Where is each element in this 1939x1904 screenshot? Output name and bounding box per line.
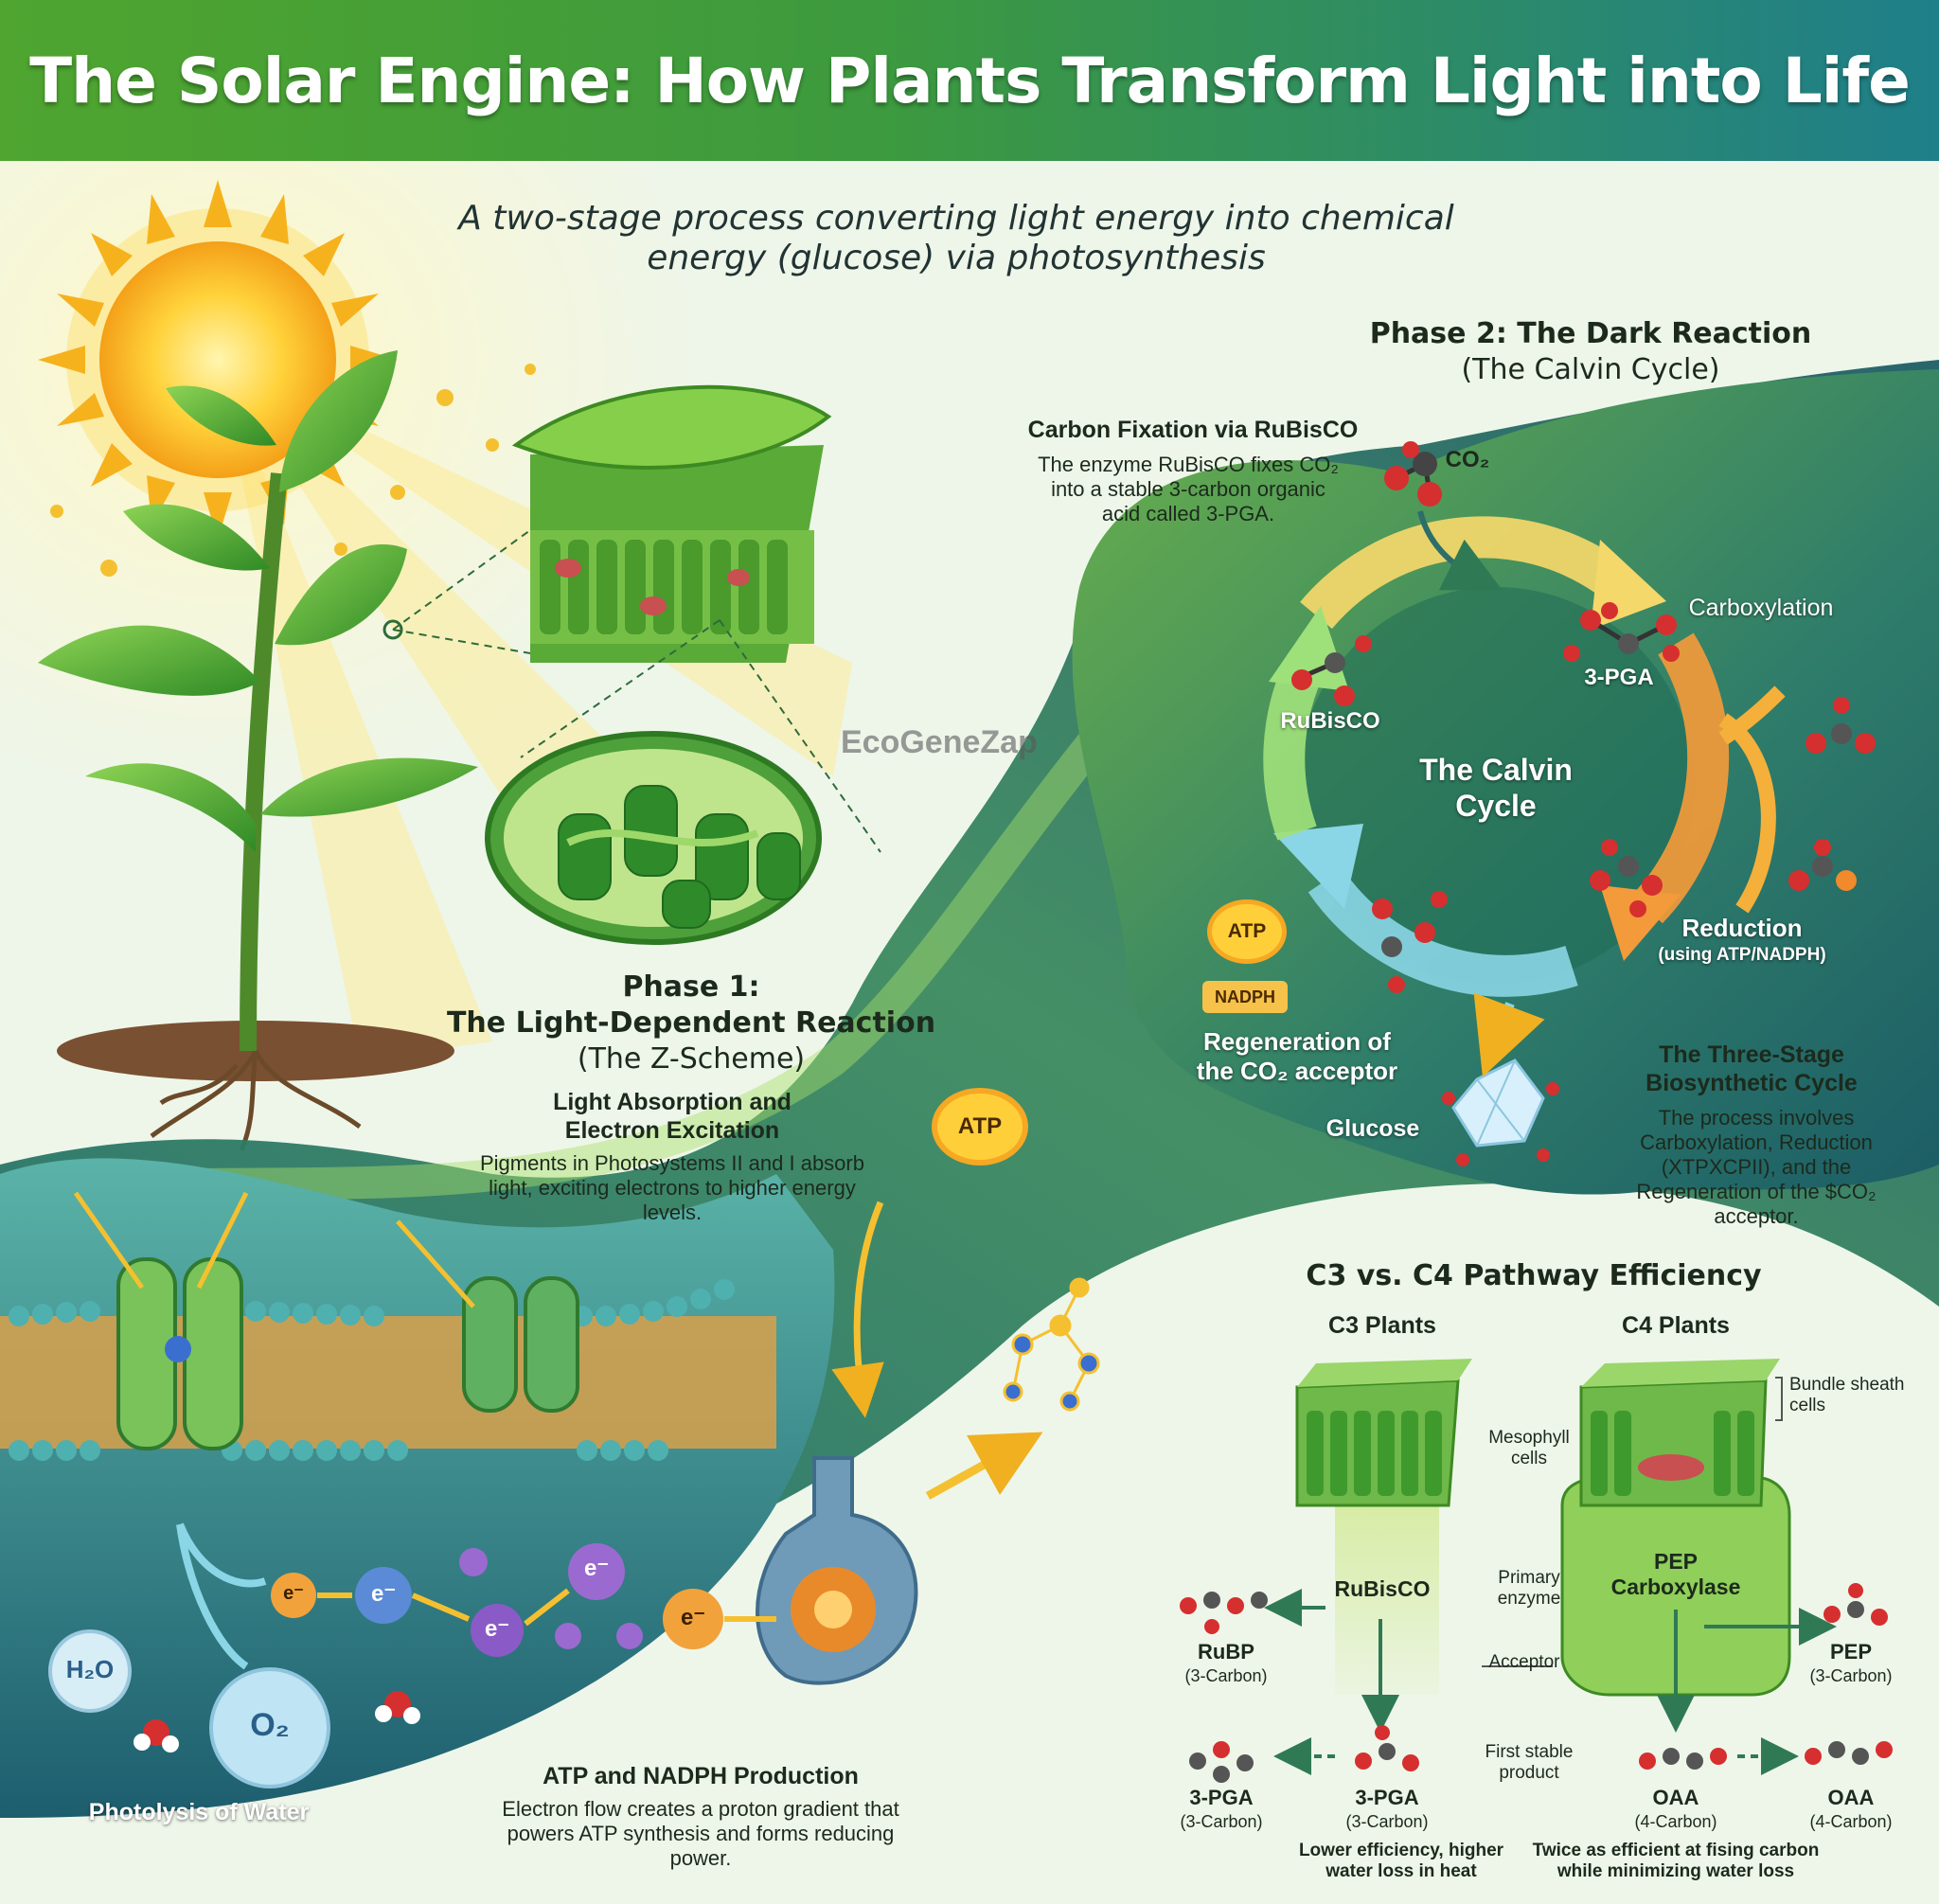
atp-badge-phase2: ATP: [1212, 904, 1282, 959]
electron-label-1: e⁻: [283, 1583, 304, 1604]
phase1-heading-line1: Phase 1:: [622, 970, 760, 1004]
primary-enzyme-label: Primary enzyme: [1497, 1568, 1561, 1610]
photolysis-label: Photolysis of Water: [88, 1799, 310, 1825]
oaa-b-sub: (4-Carbon): [1809, 1812, 1893, 1831]
pga-a-label: 3-PGA: [1189, 1786, 1254, 1809]
pga-b-sub: (3-Carbon): [1345, 1812, 1429, 1831]
rubp-sub: (3-Carbon): [1184, 1666, 1268, 1685]
chloroplast-illustration: [485, 731, 822, 945]
oaa-a-label: OAA: [1652, 1786, 1699, 1809]
water-bubble: [48, 1629, 132, 1713]
zoom-lines: [392, 529, 881, 853]
atp-nadph-title: ATP and NADPH Production: [543, 1763, 859, 1789]
bundle-sheath-label: Bundle sheath cells: [1789, 1375, 1905, 1416]
c4-note: Twice as efficient at fising carbon whil…: [1532, 1841, 1820, 1882]
watermark: EcoGeneZap: [841, 724, 1038, 760]
phase2-heading-sub: (The Calvin Cycle): [1461, 353, 1720, 386]
regeneration-label: Regeneration of the CO₂ acceptor: [1196, 1027, 1398, 1085]
molecule-icons: [1291, 441, 1876, 993]
pep-sub: (3-Carbon): [1809, 1666, 1893, 1685]
plant-illustration: [38, 350, 478, 1151]
absorption-text: Pigments in Photosystems II and I absorb…: [480, 1151, 864, 1224]
c4-enzyme-label: PEP Carboxylase: [1610, 1549, 1741, 1600]
sun-icon: [38, 180, 398, 540]
atp-synthase-icon: [756, 1456, 918, 1685]
leaf-cross-section: [511, 384, 832, 663]
c4-diagram: [1560, 1359, 1837, 1775]
rubisco-label: RuBisCO: [1280, 708, 1380, 734]
c3c4-leader-lines: [1482, 1377, 1783, 1667]
pga-label: 3-PGA: [1584, 665, 1654, 690]
mesophyll-label: Mesophyll cells: [1488, 1428, 1570, 1469]
o2-label: O₂: [250, 1707, 290, 1743]
acceptor-label: Acceptor: [1488, 1652, 1560, 1672]
pep-label: PEP: [1829, 1640, 1873, 1664]
electron-label-3: e⁻: [484, 1616, 509, 1642]
h2o-label: H₂O: [65, 1655, 115, 1683]
glucose-label: Glucose: [1325, 1115, 1420, 1142]
oxygen-bubble: [209, 1667, 330, 1788]
atp-nadph-text: Electron flow creates a proton gradient …: [502, 1797, 899, 1870]
electron-label-4: e⁻: [583, 1556, 609, 1581]
title-bar: The Solar Engine: How Plants Transform L…: [0, 0, 1939, 161]
page-title: The Solar Engine: How Plants Transform L…: [29, 44, 1911, 117]
three-stage-title: The Three-Stage Biosynthetic Cycle: [1645, 1041, 1858, 1096]
c3-label: C3 Plants: [1328, 1312, 1436, 1339]
electron-label-5: e⁻: [680, 1605, 705, 1630]
c3c4-molecules: [1180, 1583, 1893, 1783]
pga-a-sub: (3-Carbon): [1180, 1812, 1263, 1831]
c4-label: C4 Plants: [1622, 1312, 1730, 1339]
pga-b-label: 3-PGA: [1355, 1786, 1419, 1809]
photosystem-i: [462, 1276, 579, 1413]
reduction-sub-label: (using ATP/NADPH): [1658, 945, 1826, 965]
reduction-label: Reduction: [1681, 914, 1803, 942]
fixation-text: The enzyme RuBisCO fixes CO₂ into a stab…: [1038, 453, 1339, 525]
c3-enzyme-label: RuBisCO: [1334, 1576, 1431, 1601]
photosystem-ii: [116, 1257, 243, 1450]
phase1-heading-line2: The Light-Dependent Reaction: [446, 1006, 936, 1040]
fixation-title: Carbon Fixation via RuBisCO: [1027, 417, 1359, 443]
c3-note: Lower efficiency, higher water loss in h…: [1298, 1841, 1504, 1882]
three-stage-text: The process involves Carboxylation, Redu…: [1636, 1106, 1877, 1228]
atp-badge-phase1: ATP: [937, 1094, 1023, 1160]
electron-chain: [271, 1543, 776, 1657]
oaa-a-sub: (4-Carbon): [1634, 1812, 1717, 1831]
first-stable-product-label: First stable product: [1485, 1742, 1574, 1784]
molecule-network: [1003, 1277, 1100, 1412]
page-subtitle: A two-stage process converting light ene…: [458, 199, 1454, 278]
calvin-cycle-center: The Calvin Cycle: [1419, 753, 1573, 823]
nadph-badge: NADPH: [1202, 981, 1288, 1013]
co2-label: CO₂: [1445, 447, 1490, 472]
phase1-heading-sub: (The Z-Scheme): [577, 1042, 806, 1076]
carboxylation-label: Carboxylation: [1688, 595, 1834, 621]
oaa-b-label: OAA: [1827, 1786, 1875, 1809]
membrane-beads: [9, 1279, 735, 1461]
comparison-title: C3 vs. C4 Pathway Efficiency: [1306, 1259, 1762, 1292]
light-particles: [50, 364, 574, 577]
absorption-title: Light Absorption and Electron Excitation: [553, 1089, 792, 1144]
electron-label-2: e⁻: [370, 1581, 396, 1607]
c3-diagram: [1264, 1359, 1472, 1775]
water-molecules: [133, 1691, 420, 1753]
rubp-label: RuBP: [1198, 1640, 1254, 1664]
phase2-heading: Phase 2: The Dark Reaction: [1369, 317, 1812, 350]
